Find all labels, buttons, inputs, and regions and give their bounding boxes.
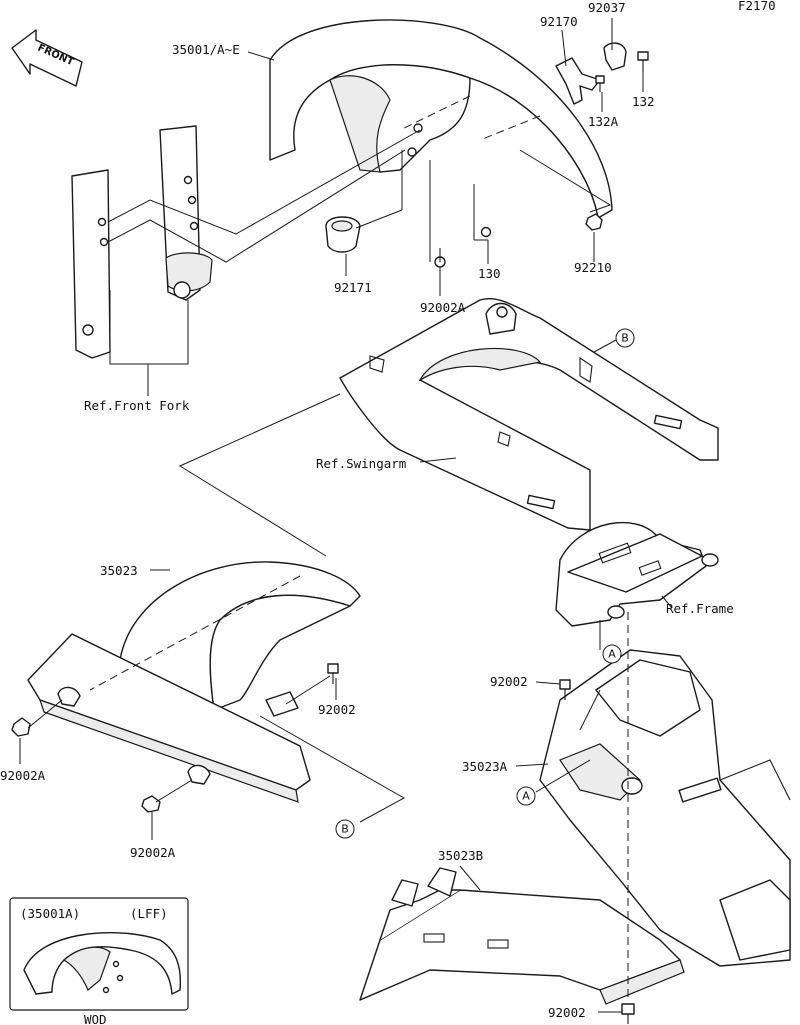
svg-text:B: B [341,823,349,836]
callout-35023b: 35023B [438,848,483,863]
bolt-92002a-top [434,248,446,268]
bolt-92002-mid [327,663,339,684]
bolt-132 [637,51,649,72]
callout-ref-swingarm: Ref.Swingarm [316,456,406,471]
front-fender [269,19,613,219]
callout-92002-bottom: 92002 [548,1005,586,1020]
bolt-92002-right [559,679,571,700]
rear-lower-fender [359,867,685,1005]
nut-92002a-left [11,717,31,737]
marker-b-bottom: B [335,819,355,839]
bracket-92170 [555,57,601,105]
callout-132: 132 [632,94,655,109]
nut-92002a-bottom [141,795,161,813]
marker-a-fender: A [516,786,536,806]
clamp-92037 [603,42,627,71]
bolt-132a [595,75,605,92]
inset-variant-label: (LFF) [130,906,168,921]
callout-35023a: 35023A [462,759,508,774]
marker-a-frame: A [602,644,622,664]
svg-text:B: B [621,332,629,345]
rear-inner-fender [539,649,791,967]
callout-ref-frame: Ref.Frame [666,601,734,616]
svg-text:A: A [522,790,530,803]
figure-code: F2170 [738,0,776,13]
inset-box: (35001A) (LFF) WOD [9,897,189,1025]
callout-92171: 92171 [334,280,372,295]
callout-130: 130 [478,266,501,281]
callout-35001: 35001/A~E [172,42,240,57]
swingarm [339,298,719,531]
callout-35023: 35023 [100,563,138,578]
grommet-92171 [325,216,361,253]
callout-92037: 92037 [588,0,626,15]
inset-caption: WOD [84,1012,107,1025]
bolt-130 [480,226,492,238]
callout-92002-right: 92002 [490,674,528,689]
front-fork [71,125,213,359]
callout-92002a-top: 92002A [420,300,466,315]
callout-ref-front-fork: Ref.Front Fork [84,398,190,413]
callout-132a: 132A [588,114,619,129]
callout-92170: 92170 [540,14,578,29]
nut-92210 [585,213,603,231]
callout-92210: 92210 [574,260,612,275]
svg-text:A: A [608,648,616,661]
rear-hugger-fender [27,561,361,803]
inset-part-label: (35001A) [20,906,80,921]
callout-92002a-bottom: 92002A [130,845,176,860]
bolt-92002-bottom [621,1003,635,1024]
frame-section [555,521,719,627]
marker-b-top: B [615,328,635,348]
callout-92002a-left: 92002A [0,768,46,783]
front-arrow-icon: FRONT [11,29,83,87]
callout-92002-mid: 92002 [318,702,356,717]
